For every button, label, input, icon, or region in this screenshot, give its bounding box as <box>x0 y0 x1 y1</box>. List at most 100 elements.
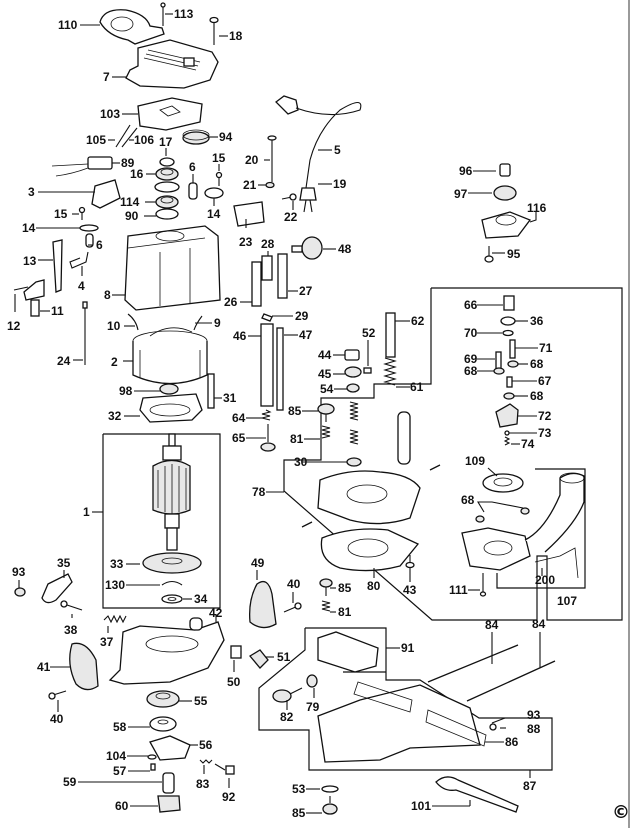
part-69-screw <box>495 351 502 371</box>
part-51-knob <box>249 649 269 669</box>
part-92-screw <box>214 763 235 775</box>
right-edge-border <box>628 0 630 828</box>
label-11: 11 <box>51 304 64 318</box>
label-84a: 84 <box>485 618 499 632</box>
label-81b: 81 <box>338 605 352 619</box>
label-30: 30 <box>294 455 308 469</box>
part-114-bearing <box>155 195 179 209</box>
part-38-screw <box>60 600 83 611</box>
part-68-nut-3 <box>503 392 515 400</box>
part-10-wire <box>127 313 139 331</box>
part-rod <box>397 411 411 465</box>
part-2-field-coil <box>132 327 208 385</box>
part-80-sub-base <box>320 528 420 572</box>
label-6b: 6 <box>96 238 103 252</box>
label-73: 73 <box>538 426 552 440</box>
label-16: 16 <box>130 167 144 181</box>
label-96: 96 <box>459 164 473 178</box>
label-9: 9 <box>214 316 221 330</box>
label-200: 200 <box>535 573 555 587</box>
label-17: 17 <box>159 135 173 149</box>
label-59: 59 <box>63 775 77 789</box>
part-68-nut <box>507 360 519 368</box>
label-68c: 68 <box>530 389 544 403</box>
label-54: 54 <box>320 382 334 396</box>
part-35-lever <box>41 573 73 604</box>
part-57-screw <box>150 763 156 771</box>
part-130-circlip <box>161 580 183 586</box>
label-104: 104 <box>106 749 126 763</box>
part-93-screw-2 <box>491 717 506 724</box>
part-67-screw <box>506 376 513 388</box>
label-113: 113 <box>174 7 194 21</box>
label-48: 48 <box>338 242 352 256</box>
part-40-screw-2 <box>48 690 67 700</box>
part-58-collet-ring <box>149 716 177 732</box>
label-89: 89 <box>121 156 135 170</box>
part-72-turret <box>495 403 519 428</box>
part-85-thumb-screw-3 <box>322 796 338 815</box>
part-pin <box>429 464 441 471</box>
label-2: 2 <box>111 355 118 369</box>
label-55: 55 <box>194 694 208 708</box>
label-32: 32 <box>108 409 122 423</box>
label-68d: 68 <box>461 493 475 507</box>
part-81-spring <box>321 425 331 439</box>
label-12: 12 <box>7 319 21 333</box>
label-29: 29 <box>295 309 309 323</box>
label-43: 43 <box>403 583 417 597</box>
label-71: 71 <box>539 341 553 355</box>
part-65-screw <box>260 424 276 452</box>
part-61-spring <box>383 357 397 386</box>
label-19: 19 <box>333 177 347 191</box>
part-49-cover <box>249 580 277 629</box>
part-94-speed-wheel <box>182 129 210 145</box>
label-97: 97 <box>454 187 468 201</box>
label-64: 64 <box>232 411 246 425</box>
label-130: 130 <box>105 578 125 592</box>
label-27: 27 <box>299 284 313 298</box>
part-13-switch-lever <box>52 239 63 293</box>
label-81a: 81 <box>290 432 304 446</box>
part-43-screw <box>405 555 415 569</box>
label-56: 56 <box>199 738 213 752</box>
part-12-screw <box>13 286 29 291</box>
label-114: 114 <box>120 195 140 209</box>
part-200-duct <box>534 547 579 579</box>
label-110: 110 <box>58 18 78 32</box>
label-8: 8 <box>104 288 111 302</box>
label-70: 70 <box>464 326 478 340</box>
label-20: 20 <box>245 153 259 167</box>
part-ring <box>154 181 180 193</box>
label-14a: 14 <box>207 207 221 221</box>
label-24: 24 <box>57 354 71 368</box>
label-47: 47 <box>299 328 313 342</box>
part-85-thumb-screw-2 <box>319 578 333 596</box>
part-79-nut <box>306 674 318 688</box>
label-92: 92 <box>222 790 236 804</box>
label-6a: 6 <box>189 160 196 174</box>
label-87: 87 <box>523 779 537 793</box>
part-14-clamp-lower <box>79 224 99 232</box>
part-11-bracket <box>23 279 45 317</box>
label-46: 46 <box>233 329 247 343</box>
part-21-nut <box>265 181 275 189</box>
part-42-router-base <box>108 617 225 685</box>
part-64-spring <box>261 409 272 421</box>
part-97-nut <box>493 185 517 201</box>
part-22-screw <box>281 193 297 201</box>
part-104-washer <box>147 754 157 760</box>
part-68-nut-2 <box>493 367 505 375</box>
part-6-brush-holder-lower <box>85 233 94 248</box>
label-34: 34 <box>194 592 208 606</box>
label-65: 65 <box>232 431 246 445</box>
label-109: 109 <box>465 454 485 468</box>
label-42: 42 <box>209 606 223 620</box>
part-15-screw-lower <box>78 206 86 220</box>
label-50: 50 <box>227 675 241 689</box>
part-16-bearing <box>155 167 179 181</box>
part-40-screw <box>283 602 302 613</box>
dust-extraction-group-box <box>496 468 586 589</box>
part-93-nut <box>14 587 26 597</box>
label-78: 78 <box>252 485 266 499</box>
